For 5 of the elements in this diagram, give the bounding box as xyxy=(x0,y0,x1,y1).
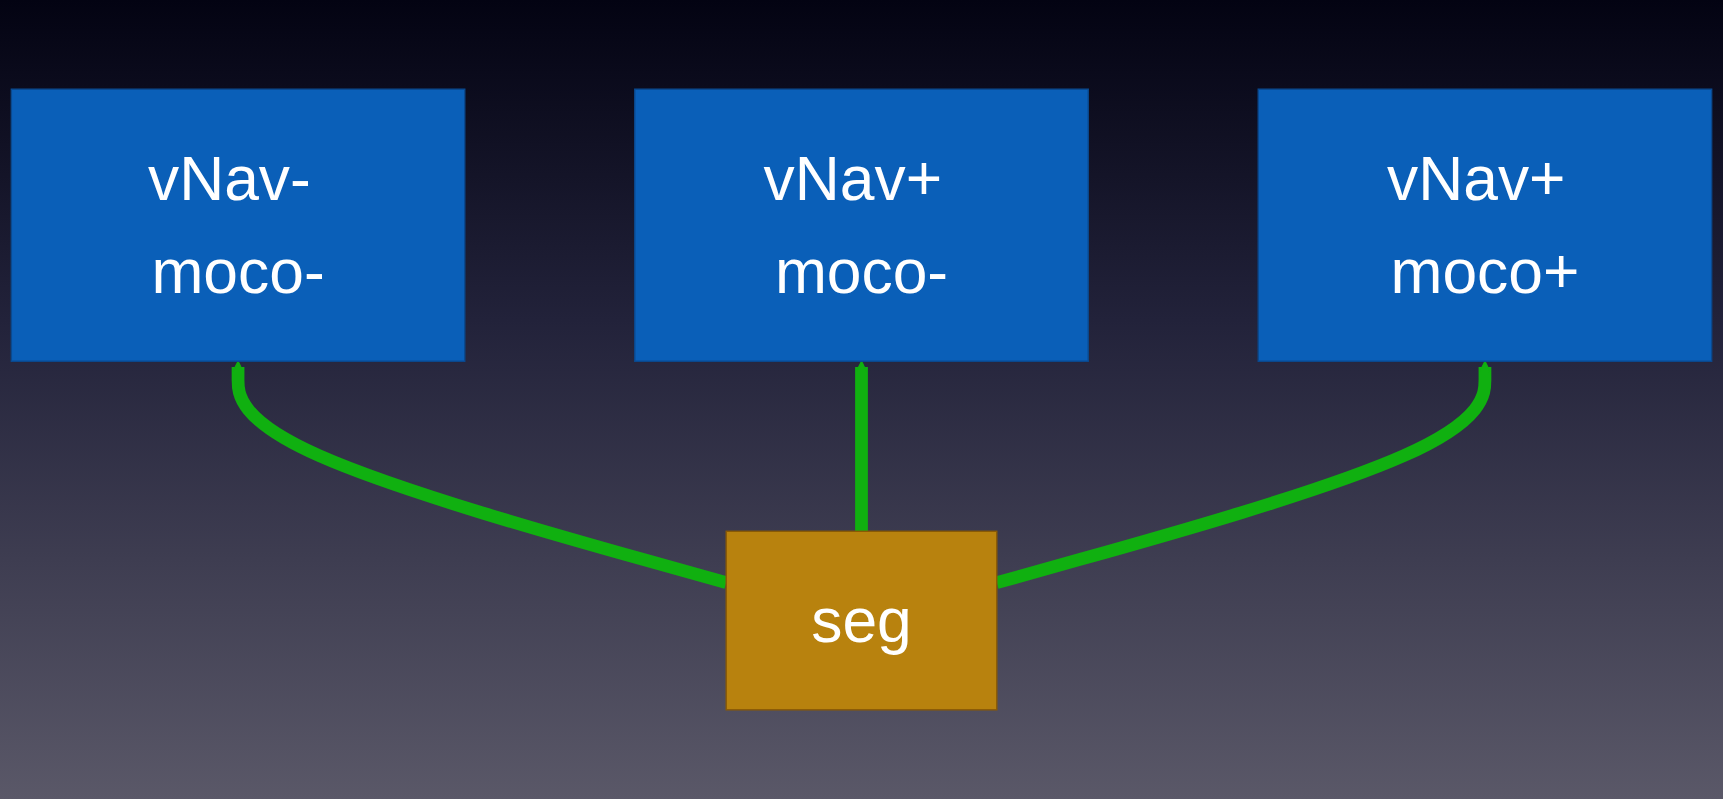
node-box: vNav+ moco- xyxy=(634,88,1089,362)
node-box: vNav+ moco+ xyxy=(1257,88,1713,362)
arrow xyxy=(855,360,868,532)
node-box: seg xyxy=(725,530,998,711)
node-box: vNav- moco- xyxy=(10,88,466,362)
